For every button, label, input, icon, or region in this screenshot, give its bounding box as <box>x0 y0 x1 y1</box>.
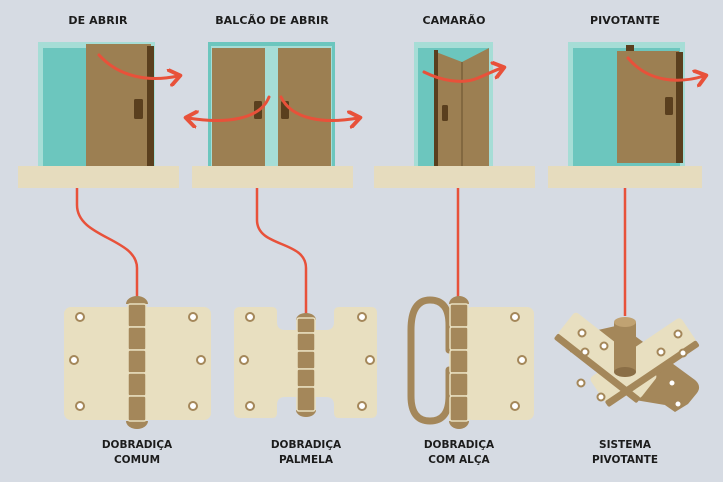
screw-holes <box>69 312 206 411</box>
hinge-pin-cap-top <box>126 296 148 304</box>
hinge-label-line1: DOBRADIÇA <box>270 439 342 451</box>
door-handle <box>134 99 143 119</box>
hinge-pin-cap-top <box>449 296 469 304</box>
hinge-label-line2: PIVOTANTE <box>591 454 659 466</box>
hinge-plate-right <box>314 307 377 418</box>
swing-arrow-right <box>279 95 358 120</box>
door-sill <box>192 166 353 188</box>
door-sill <box>18 166 179 188</box>
hinge-label-line1: DOBRADIÇA <box>101 439 173 451</box>
hinge-label-palmela: DOBRADIÇA PALMELA <box>236 438 376 468</box>
connector-lines <box>71 172 631 316</box>
hinge-plate-left <box>64 307 134 420</box>
pivot-pin-top <box>614 317 636 327</box>
pivot-plate-bar-1-edge <box>554 334 640 403</box>
swing-arrow <box>97 53 178 78</box>
hinge-comum <box>64 296 211 429</box>
door-edge <box>676 52 683 163</box>
hinge-handle-loop <box>407 296 453 425</box>
door-edge <box>147 46 154 169</box>
hinge-com-alca <box>407 296 534 429</box>
hinge-plate-left <box>234 307 297 418</box>
door-title-de-abrir: DE ABRIR <box>68 14 128 27</box>
hinge-label-line1: SISTEMA <box>599 439 651 451</box>
hinge-sistema-pivotante <box>554 312 700 412</box>
screw-holes <box>576 328 688 409</box>
hinge-label-com-alca: DOBRADIÇA COM ALÇA <box>389 438 529 468</box>
hinge-knuckles <box>296 317 316 412</box>
door-sill <box>374 166 535 188</box>
door-pivotante <box>548 42 704 188</box>
hinge-label-comum: DOBRADIÇA COMUM <box>67 438 207 468</box>
pivot-pin-base <box>614 367 636 377</box>
door-title-camarao: CAMARÃO <box>422 14 486 27</box>
door-camarao <box>374 42 535 188</box>
hinge-label-sistema-pivotante: SISTEMA PIVOTANTE <box>555 438 695 468</box>
screw-holes <box>510 312 527 411</box>
door-fold-right <box>462 48 489 169</box>
hinge-plate-right <box>141 307 211 420</box>
hinge-pin-cap-bottom <box>126 421 148 429</box>
pivot-plate-bar-2-edge <box>605 340 700 407</box>
screw-holes <box>239 312 375 411</box>
connector-line-de-abrir <box>75 179 139 300</box>
pivot-pin <box>614 322 636 372</box>
door-handle <box>442 105 448 121</box>
door-sill <box>548 166 702 188</box>
hinge-plate-right <box>465 307 534 420</box>
hinge-pin-cap-bottom <box>449 421 469 429</box>
door-balcao-de-abrir <box>188 42 358 188</box>
door-fold-left <box>436 52 462 169</box>
door-de-abrir <box>18 42 179 188</box>
hinge-label-line2: COM ALÇA <box>428 454 490 466</box>
hinge-palmela <box>234 307 377 418</box>
door-title-balcao-de-abrir: BALCÃO DE ABRIR <box>215 14 329 27</box>
connector-line-balcao <box>255 179 308 315</box>
swing-arrow <box>626 56 704 80</box>
door-edge <box>434 50 438 169</box>
hinge-knuckles <box>449 303 469 422</box>
swing-arrow-left <box>188 95 271 120</box>
door-handle <box>665 97 673 115</box>
hinge-label-line2: COMUM <box>113 454 161 466</box>
hinge-label-line1: DOBRADIÇA <box>423 439 495 451</box>
hinge-label-line2: PALMELA <box>279 454 333 466</box>
door-title-pivotante: PIVOTANTE <box>589 14 661 27</box>
hinge-knuckles <box>127 303 147 422</box>
fold-arrow <box>422 68 502 83</box>
